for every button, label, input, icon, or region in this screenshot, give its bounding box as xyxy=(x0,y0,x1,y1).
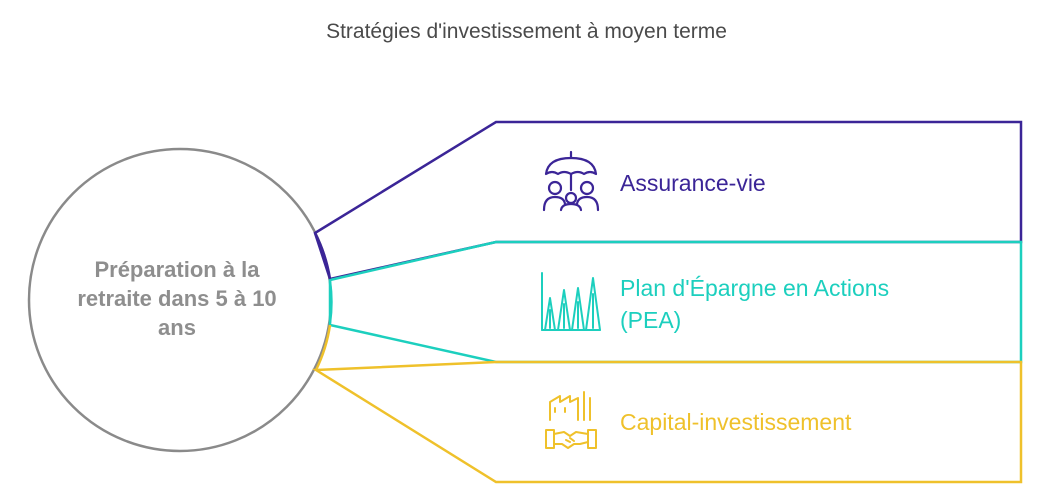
hub-arc-teal xyxy=(328,280,333,324)
hub-arc-yellow xyxy=(314,324,332,371)
branch-box-assurance-vie xyxy=(313,120,1023,281)
branch-box-capital-investissement xyxy=(311,360,1023,484)
branch-label-pea: Plan d'Épargne en Actions (PEA) xyxy=(620,275,890,333)
market-peaks-icon xyxy=(541,272,601,331)
umbrella-family-icon xyxy=(542,150,600,212)
branch-label-capital-investissement: Capital-investissement xyxy=(620,409,852,435)
hub-arc-purple xyxy=(313,232,332,280)
hub-label: Préparation à la retraite dans 5 à 10 an… xyxy=(77,257,277,340)
diagram-title: Stratégies d'investissement à moyen term… xyxy=(326,20,727,43)
factory-handshake-icon xyxy=(545,391,597,449)
branch-label-assurance-vie: Assurance-vie xyxy=(620,170,766,196)
